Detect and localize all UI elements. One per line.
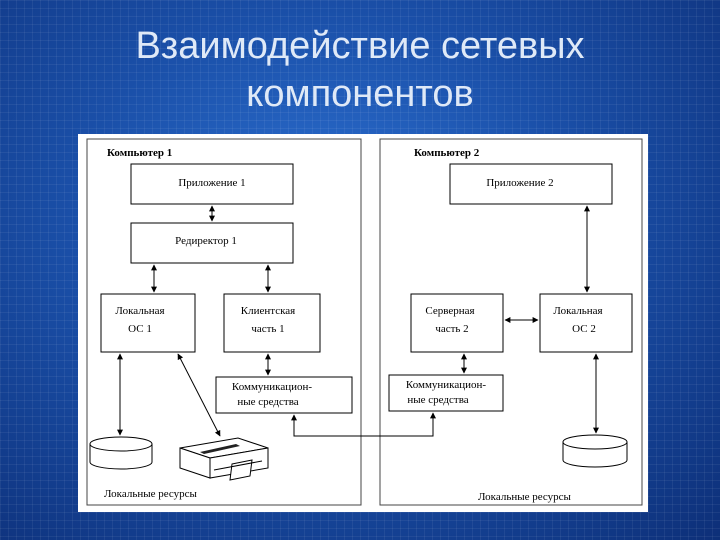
computer-1-header: Компьютер 1: [107, 147, 172, 159]
comm-2-label-2: ные средства: [407, 394, 468, 406]
arrow-comm1-comm2: [291, 412, 436, 437]
comm-1-box: [215, 376, 353, 414]
local-os-2-label-1: Локальная: [553, 305, 602, 317]
slide-title: Взаимодействие сетевых компонентов: [0, 22, 720, 118]
title-line-1: Взаимодействие сетевых: [135, 25, 585, 67]
client-1-label-1: Клиентская: [241, 305, 295, 317]
comm-2-box: [388, 374, 504, 412]
local-os-2-label-2: ОС 2: [572, 323, 596, 335]
resources-1-label: Локальные ресурсы: [104, 488, 198, 500]
app-2-label: Приложение 2: [486, 177, 553, 189]
app-2-box: [449, 163, 613, 205]
disk-2-icon: [562, 434, 628, 468]
resources-2-label: Локальные ресурсы: [478, 491, 572, 503]
comm-1-label-2: ные средства: [237, 396, 298, 408]
redirector-1-label: Редиректор 1: [175, 235, 237, 247]
client-1-box: [223, 293, 321, 353]
client-1-label-2: часть 1: [251, 323, 284, 335]
local-os-2-box: [539, 293, 633, 353]
local-os-1-label-1: Локальная: [115, 305, 164, 317]
app-1-box: [130, 163, 294, 205]
server-2-label-1: Серверная: [425, 305, 474, 317]
comm-1-label-1: Коммуникацион-: [232, 381, 312, 393]
computer-2-panel: Компьютер 2 Приложение 2 Серверная часть…: [379, 138, 643, 506]
computer-2-header: Компьютер 2: [414, 147, 480, 159]
connectors: [117, 205, 599, 437]
arrow-os1-printer: [177, 353, 221, 437]
disk-1-icon: [89, 436, 153, 470]
server-2-box: [410, 293, 504, 353]
local-os-1-box: [100, 293, 196, 353]
title-line-2: компонентов: [246, 73, 474, 115]
local-os-1-label-2: ОС 1: [128, 323, 152, 335]
computer-1-panel: Компьютер 1 Приложение 1 Редиректор 1 Ло…: [86, 138, 362, 506]
printer-icon: [179, 437, 269, 481]
app-1-label: Приложение 1: [178, 177, 245, 189]
comm-2-label-1: Коммуникацион-: [406, 379, 486, 391]
server-2-label-2: часть 2: [435, 323, 468, 335]
redirector-1-box: [130, 222, 294, 264]
